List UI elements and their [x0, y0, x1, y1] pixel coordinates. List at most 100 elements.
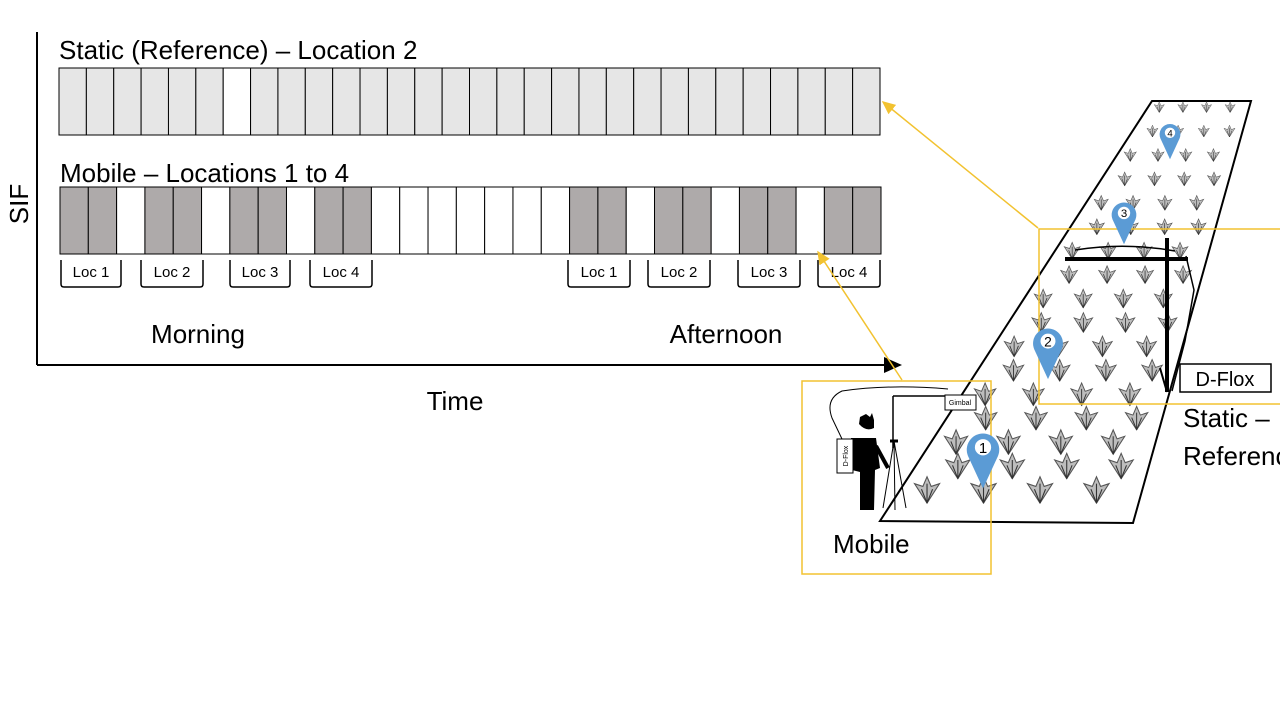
plant-icon [1206, 147, 1221, 162]
period-morning: Morning [151, 319, 245, 349]
plant-icon [1151, 147, 1165, 162]
mobile-cell [229, 186, 259, 255]
location-bracket-label: Loc 1 [73, 264, 110, 281]
static-cell [85, 67, 115, 136]
static-cell [250, 67, 279, 136]
plant-icon [1094, 358, 1118, 382]
mobile-row-title: Mobile – Locations 1 to 4 [60, 158, 349, 188]
static-cell [715, 67, 744, 136]
mobile-cell [172, 186, 203, 255]
plant-icon [1157, 194, 1173, 211]
static-cell [113, 67, 142, 136]
mobile-cell [116, 186, 146, 255]
location-bracket-label: Loc 3 [242, 264, 279, 281]
mobile-cell [399, 186, 429, 255]
plant-icon [1002, 358, 1025, 382]
location-marker-label: 3 [1121, 208, 1127, 220]
mobile-cell [87, 186, 118, 255]
plant-icon [1053, 451, 1081, 480]
gimbal-box [944, 394, 977, 411]
plant-icon [1069, 381, 1094, 407]
mobile-cell [427, 186, 457, 255]
plant-icon [1097, 264, 1117, 285]
location-marker-label: 4 [1167, 128, 1173, 139]
location-bracket-label: Loc 4 [831, 264, 868, 281]
static-cell [660, 67, 689, 136]
location-bracket-label: Loc 2 [154, 264, 191, 281]
mobile-cell [569, 186, 599, 255]
plant-icon [1135, 264, 1155, 285]
mobile-cell [540, 186, 571, 255]
mobile-cell [597, 186, 627, 255]
period-afternoon: Afternoon [670, 319, 783, 349]
plant-icon [1091, 335, 1114, 358]
location-bracket-label: Loc 4 [323, 264, 360, 281]
static-cell [852, 67, 881, 136]
mobile-callout-box [801, 380, 992, 575]
plant-icon [1033, 288, 1053, 309]
location-bracket [140, 260, 204, 288]
static-cell [359, 67, 388, 136]
static-cell [386, 67, 416, 136]
plant-icon [1074, 405, 1099, 431]
location-bracket [737, 260, 801, 288]
static-cell [304, 67, 334, 136]
static-measurement-row [58, 67, 881, 136]
static-cell [687, 67, 717, 136]
location-bracket [567, 260, 631, 288]
location-bracket-label: Loc 2 [661, 264, 698, 281]
static-reference-label-2: Reference [1183, 441, 1280, 471]
static-cell [742, 67, 772, 136]
location-marker-label: 2 [1044, 334, 1052, 349]
plant-icon [1173, 264, 1193, 285]
plant-icon [1048, 428, 1074, 456]
plant-icon [1223, 124, 1236, 138]
plant-icon [1115, 311, 1136, 333]
plant-icon [1147, 171, 1162, 187]
mobile-cell [370, 186, 401, 255]
mobile-measurement-row [59, 186, 882, 255]
plant-icon [1073, 288, 1093, 309]
static-reference-label-1: Static – [1183, 403, 1270, 433]
static-cell [633, 67, 662, 136]
location-bracket [817, 260, 881, 288]
plant-icon [1153, 101, 1165, 113]
plant-icon [1189, 194, 1205, 211]
plant-icon [1200, 101, 1213, 113]
mobile-cell [144, 186, 174, 255]
plant-icon [1124, 405, 1149, 431]
location-bracket-label: Loc 3 [751, 264, 788, 281]
location-bracket [229, 260, 291, 288]
plant-icon [913, 475, 941, 505]
plant-icon [1117, 171, 1132, 187]
dflox-label-box [1179, 363, 1272, 393]
mobile-cell [823, 186, 854, 255]
static-cell [332, 67, 361, 136]
plant-icon [973, 405, 998, 431]
location-bracket [60, 260, 122, 288]
mobile-cell [710, 186, 740, 255]
plant-icon [1026, 475, 1054, 505]
static-cell [441, 67, 470, 136]
mobile-cell [201, 186, 231, 255]
static-cell [58, 67, 87, 136]
plant-icon [973, 381, 997, 407]
location-marker-4: 4 [1159, 124, 1181, 160]
location-marker-2: 2 [1033, 328, 1063, 380]
plant-icon [1003, 335, 1025, 358]
static-row-title: Static (Reference) – Location 2 [59, 35, 417, 65]
backpack-label: D-Flox [843, 445, 850, 466]
mobile-cell [314, 186, 344, 255]
mobile-cell [738, 186, 769, 255]
static-cell [605, 67, 635, 136]
mobile-cell [682, 186, 712, 255]
plant-icon [943, 428, 969, 456]
plant-icon [1156, 218, 1173, 236]
plant-icon [1179, 147, 1193, 162]
plant-icon [1135, 335, 1158, 358]
static-dflox-tower [1065, 238, 1195, 393]
plant-icon [1224, 101, 1236, 113]
plant-icon [1107, 451, 1135, 480]
